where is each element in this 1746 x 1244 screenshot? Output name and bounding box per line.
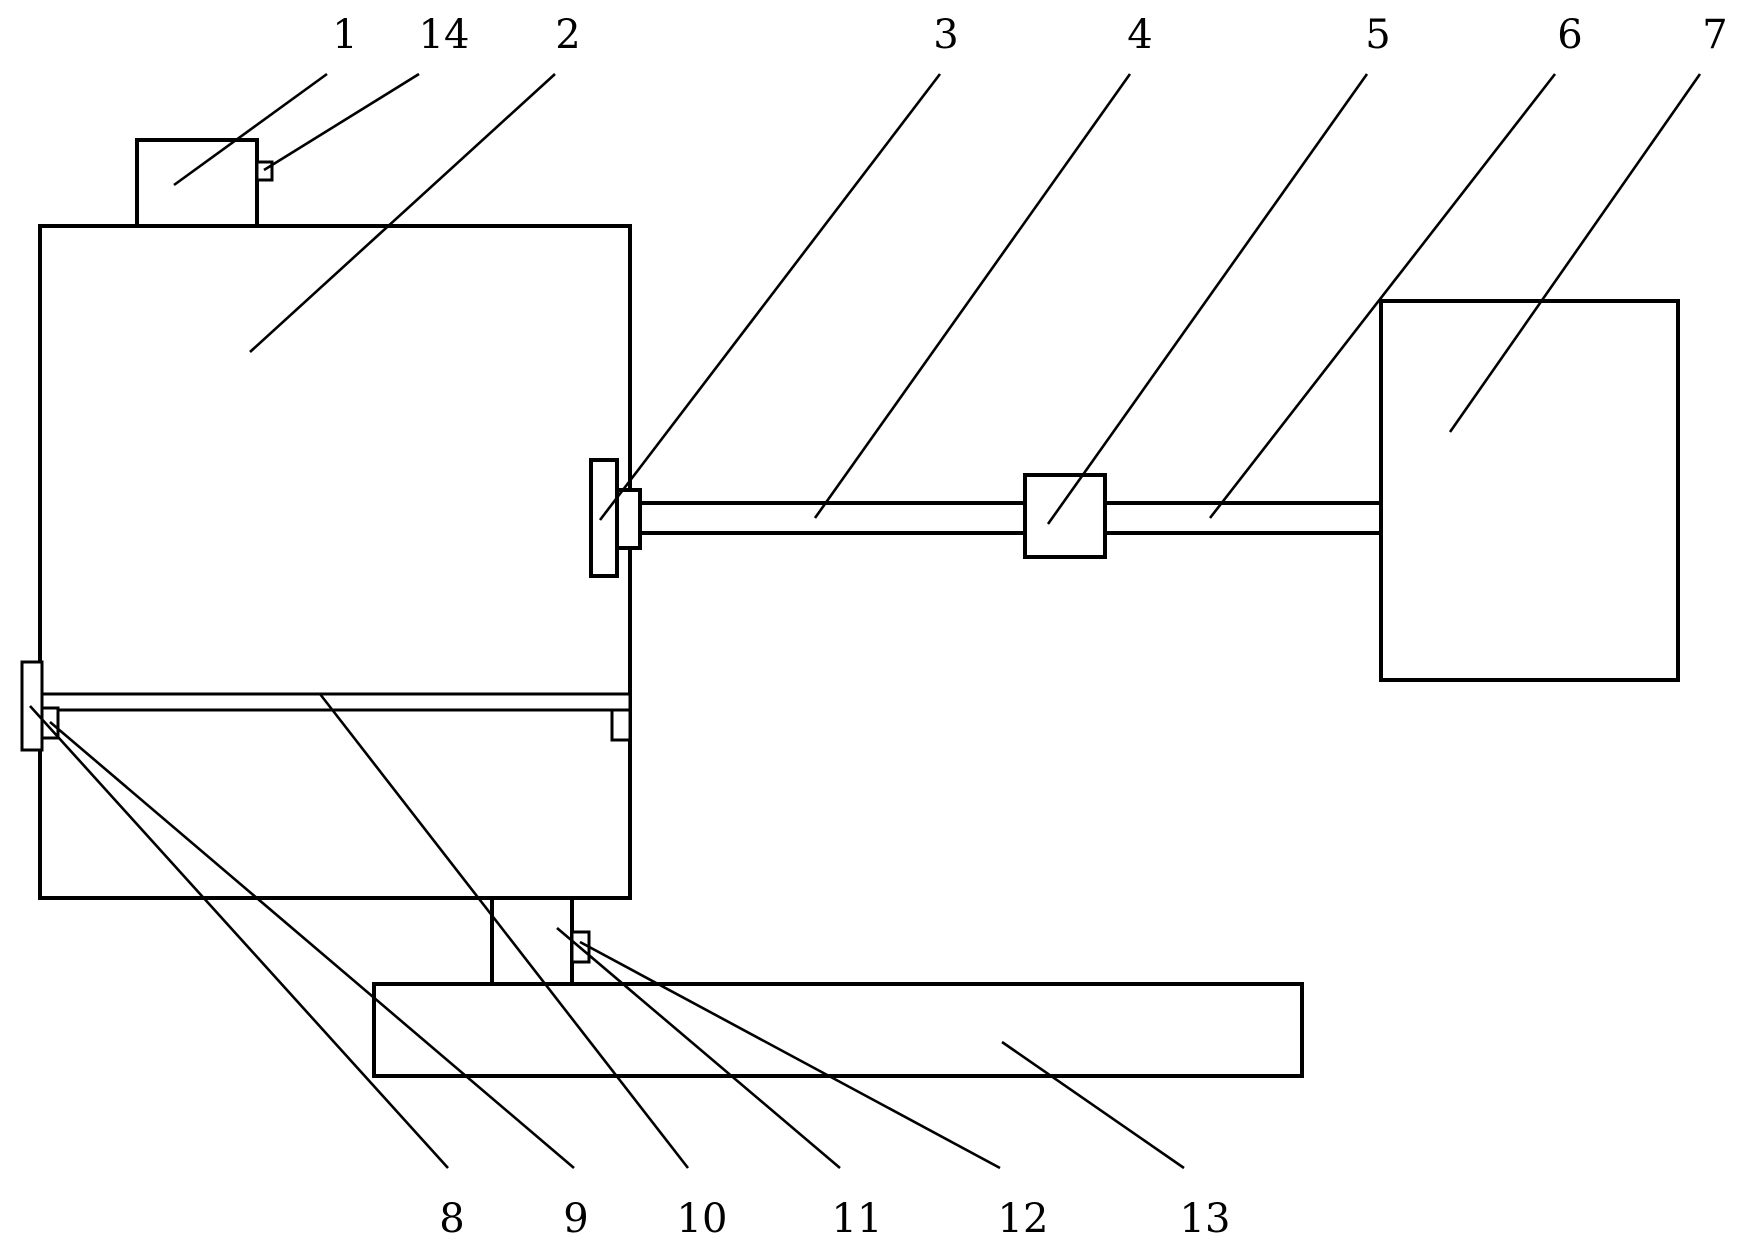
- leader-5: [1046, 73, 1369, 525]
- label-6: 6: [1557, 12, 1582, 58]
- part-5-coupling: [1023, 473, 1107, 559]
- part-1-top-box: [135, 138, 259, 228]
- leader-1: [173, 72, 328, 187]
- label-7: 7: [1702, 12, 1727, 58]
- label-14: 14: [419, 12, 470, 58]
- label-1: 1: [332, 12, 357, 58]
- leader-11: [556, 927, 841, 1169]
- part-3-flange-plate: [589, 458, 619, 578]
- leader-8: [29, 705, 449, 1169]
- leader-12: [579, 940, 1001, 1170]
- leader-4: [813, 73, 1132, 519]
- label-2: 2: [555, 12, 580, 58]
- part-11-support-column: [490, 896, 574, 986]
- part-10-inner-bar: [38, 692, 632, 712]
- leader-9: [49, 721, 575, 1169]
- leader-2: [249, 73, 556, 353]
- leader-3: [598, 73, 942, 521]
- label-10: 10: [677, 1196, 728, 1242]
- leader-13: [1001, 1040, 1185, 1170]
- label-8: 8: [439, 1196, 464, 1242]
- part-13-base: [372, 982, 1304, 1078]
- part-3-flange-connector: [615, 488, 642, 550]
- part-14-small-protrusion: [255, 160, 274, 182]
- part-4-pipe: [638, 501, 1027, 535]
- label-9: 9: [563, 1196, 588, 1242]
- part-2-main-housing: [38, 224, 632, 900]
- label-3: 3: [933, 12, 958, 58]
- leader-10: [318, 693, 690, 1169]
- leader-14: [263, 72, 420, 172]
- part-6-pipe: [1103, 501, 1383, 535]
- label-5: 5: [1365, 12, 1390, 58]
- label-12: 12: [998, 1196, 1049, 1242]
- leader-7: [1448, 73, 1702, 433]
- part-7-right-box: [1379, 299, 1680, 682]
- leader-6: [1208, 73, 1557, 519]
- label-4: 4: [1127, 12, 1152, 58]
- right-inner-bracket: [610, 708, 632, 742]
- label-13: 13: [1180, 1196, 1231, 1242]
- part-8-left-plate: [20, 660, 44, 752]
- label-11: 11: [832, 1196, 883, 1242]
